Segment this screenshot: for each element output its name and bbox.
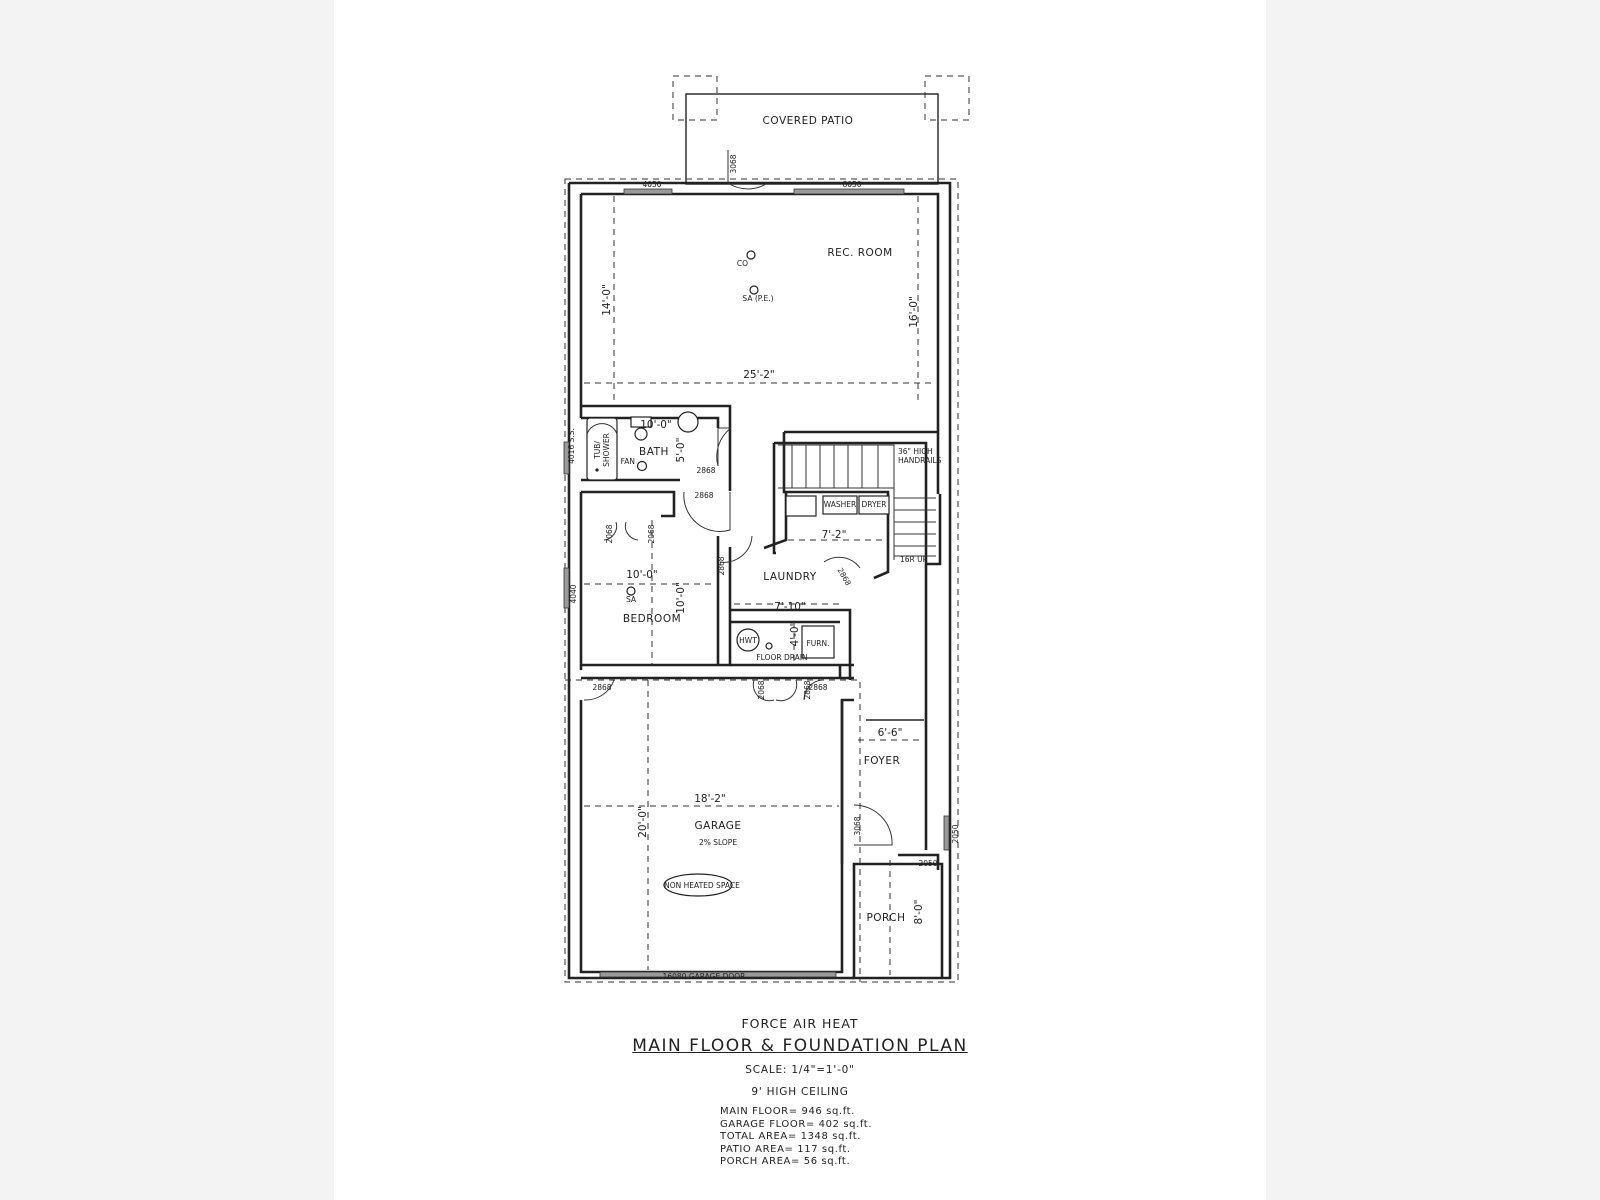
garage-entry-door-code: 2868	[592, 683, 611, 692]
plan-title: MAIN FLOOR & FOUNDATION PLAN	[334, 1036, 1266, 1056]
non-heated-label: NON HEATED SPACE	[664, 881, 740, 890]
bath-door-code: 2868	[696, 466, 715, 475]
window-2050-b-code: 2050	[918, 859, 937, 868]
area-main-floor: MAIN FLOOR= 946 sq.ft.	[720, 1106, 855, 1117]
bath-width-dim: 10'-0"	[640, 419, 672, 431]
window-4016-code: 4016 S.S.	[567, 428, 576, 464]
window-2050-a-code: 2050	[951, 824, 960, 843]
window-4050-code: 4050	[642, 180, 661, 189]
windows	[563, 188, 950, 978]
smoke-alarm-pe-label: SA (P.E.)	[742, 294, 773, 303]
furnace-label: FURN.	[806, 639, 829, 648]
bedroom-label: BEDROOM	[623, 613, 681, 625]
area-patio: PATIO AREA= 117 sq.ft.	[720, 1143, 851, 1155]
area-list: MAIN FLOOR= 946 sq.ft. GARAGE FLOOR= 402…	[720, 1106, 872, 1169]
garage-width-dim: 18'-2"	[694, 793, 726, 805]
area-garage-floor: GARAGE FLOOR= 402 sq.ft.	[720, 1118, 873, 1130]
porch-label: PORCH	[866, 912, 905, 924]
co-detector-label: CO	[737, 259, 748, 268]
mech-door-code: 2868	[803, 680, 812, 699]
window-4040-code: 4040	[569, 584, 578, 603]
garage-depth-dim: 20'-0"	[637, 806, 649, 838]
closet-door-b-code: 2068	[647, 524, 656, 543]
fixtures	[586, 250, 890, 897]
foyer-label: FOYER	[864, 755, 901, 767]
closet-door-a-code: 2068	[605, 524, 614, 543]
bath-label: BATH	[639, 446, 669, 458]
laundry-width-dim: 7'-2"	[822, 529, 847, 541]
area-porch: PORCH AREA= 56 sq.ft.	[720, 1156, 851, 1167]
handrails-label-1: 36" HIGH	[898, 447, 933, 456]
heating-note: FORCE AIR HEAT	[741, 1016, 859, 1031]
dimension-lines	[584, 196, 936, 975]
garage-door-code: 16080 GARAGE DOOR	[663, 972, 746, 981]
foyer-width-dim: 6'-6"	[878, 727, 903, 739]
bedroom-width-dim: 10'-0"	[626, 569, 658, 581]
garage-slope-label: 2% SLOPE	[699, 838, 737, 847]
ceiling-note: 9' HIGH CEILING	[751, 1086, 849, 1098]
mech-closet-code: 2068	[757, 680, 766, 699]
hall-width-dim: 7'-10"	[774, 601, 806, 613]
laundry-door-code: 2868	[835, 566, 852, 587]
covered-patio	[672, 75, 970, 185]
bedroom-depth-dim: 10'-0"	[675, 582, 687, 614]
garage-label: GARAGE	[695, 820, 742, 832]
bath-depth-dim: 5'-0"	[675, 438, 687, 463]
front-door-code: 3068	[853, 816, 862, 835]
handrails-label-2: HANDRAILS	[898, 456, 942, 465]
dryer-label: DRYER	[861, 500, 886, 509]
bedroom-door-code: 2868	[717, 556, 726, 575]
fan-label: FAN	[621, 457, 635, 466]
foyer-door-code: 2868	[808, 683, 827, 692]
patio-door-code: 3068	[729, 154, 738, 173]
scale-note: SCALE: 1/4"=1'-0"	[745, 1064, 855, 1076]
rec-depth-right-dim: 16'-0"	[908, 296, 920, 328]
interior-walls	[581, 404, 942, 870]
plan-title-text: MAIN FLOOR & FOUNDATION PLAN	[632, 1036, 968, 1056]
porch-depth-dim: 8'-0"	[913, 900, 925, 925]
floor-drain-label: FLOOR DRAIN	[756, 653, 807, 662]
stairs	[778, 444, 936, 560]
rec-depth-left-dim: 14'-0"	[601, 284, 613, 316]
stairs-up-label: 16R UP	[900, 555, 928, 564]
rec-room-label: REC. ROOM	[827, 247, 892, 259]
bedroom-sa-label: SA	[626, 595, 637, 604]
hall-door-code: 2868	[694, 491, 713, 500]
tub-label-line1: TUB/	[593, 441, 602, 460]
floor-plan-drawing: COVERED PATIO REC. ROOM CO SA (P.E.) BAT…	[563, 75, 970, 983]
plan-sheet: COVERED PATIO REC. ROOM CO SA (P.E.) BAT…	[334, 0, 1266, 1200]
rec-width-dim: 25'-2"	[743, 369, 775, 381]
laundry-label: LAUNDRY	[763, 571, 817, 583]
area-total: TOTAL AREA= 1348 sq.ft.	[720, 1131, 862, 1142]
tub-label-line2: SHOWER	[602, 433, 611, 467]
window-8050-code: 8050	[842, 180, 861, 189]
washer-label: WASHER	[824, 500, 857, 509]
doors	[583, 150, 893, 846]
hwt-label: HWT	[739, 636, 757, 645]
mech-depth-dim: 4'-0"	[789, 622, 801, 647]
covered-patio-label: COVERED PATIO	[763, 115, 854, 127]
